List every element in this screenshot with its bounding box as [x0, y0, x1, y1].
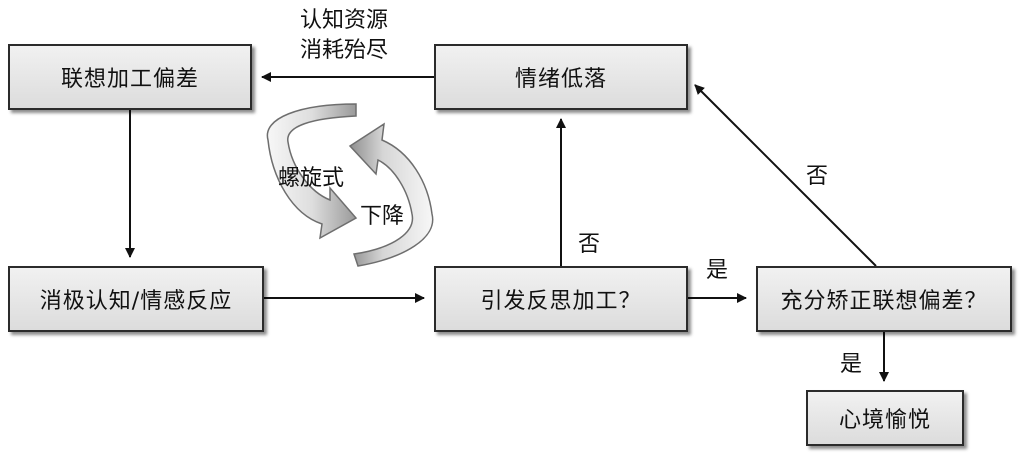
node-label: 消极认知/情感反应	[39, 289, 233, 314]
node-negative-reaction: 消极认知/情感反应	[8, 266, 264, 332]
edge-label-yes-correct: 是	[840, 352, 863, 377]
edge-label-yes-reflect: 是	[706, 258, 729, 283]
edge-label-line: 认知资源	[300, 8, 389, 33]
node-label: 联想加工偏差	[60, 67, 199, 92]
node-happy-mood: 心境愉悦	[806, 390, 964, 446]
node-label: 情绪低落	[514, 67, 607, 92]
node-label: 充分矫正联想偏差？	[780, 289, 988, 314]
node-label: 心境愉悦	[838, 408, 931, 433]
edge-label-no-correct: 否	[806, 164, 829, 189]
edge-label-line: 消耗殆尽	[300, 38, 389, 63]
node-association-bias: 联想加工偏差	[8, 44, 252, 110]
arrow-correct-to-mood	[694, 84, 877, 267]
edge-label-resources-depleted: 认知资源 消耗殆尽	[300, 6, 388, 66]
node-trigger-reflection: 引发反思加工？	[434, 266, 688, 332]
spiral-label: 螺旋式	[278, 166, 345, 191]
spiral-label-down: 下降	[360, 204, 405, 229]
node-correct-bias: 充分矫正联想偏差？	[756, 266, 1012, 332]
node-low-mood: 情绪低落	[434, 44, 688, 110]
node-label: 引发反思加工？	[480, 289, 642, 314]
edge-label-no-reflect: 否	[578, 232, 601, 257]
spiral-arrow-icon	[266, 103, 434, 267]
